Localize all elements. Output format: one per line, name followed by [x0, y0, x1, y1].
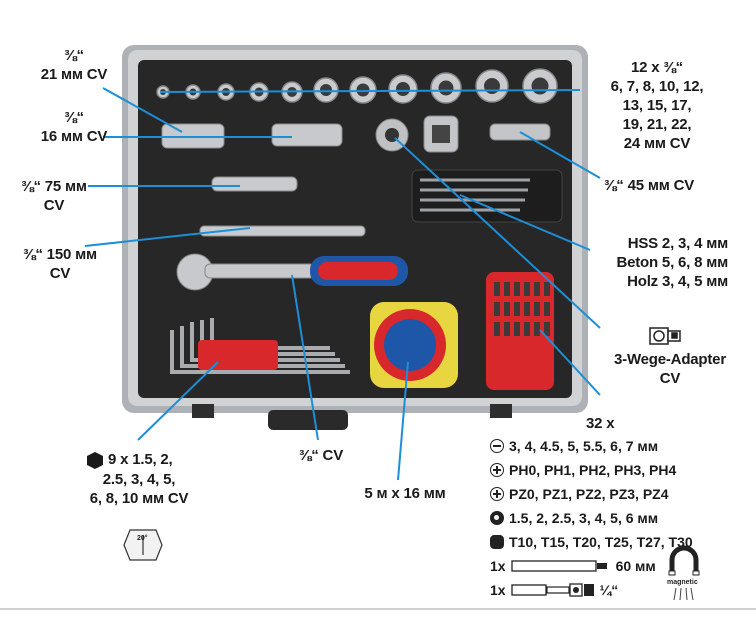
label-sockets-12: 12 x ⅜“6, 7, 8, 10, 12, 13, 15, 17,19, 2… [610, 59, 704, 152]
bit-holder-icon [510, 560, 607, 572]
bit-row-pozidriv: PZ0, PZ1, PZ2, PZ3, PZ4 [490, 484, 669, 504]
latch-right [490, 404, 512, 418]
leader-lines [84, 87, 601, 481]
extension-75 [211, 176, 298, 192]
torx-icon [490, 535, 504, 549]
bit-row-hex: 1.5, 2, 2.5, 3, 4, 5, 6 мм [490, 508, 658, 528]
adapter-bit-row: 1x ¼“ [490, 582, 619, 598]
bit-row-torx: T10, T15, T20, T25, T27, T30 [490, 532, 693, 552]
adapter-bit-icon [510, 583, 594, 597]
bit-row-phillips: PH0, PH1, PH2, PH3, PH4 [490, 460, 676, 480]
label-ratchet: ⅜“ CV [298, 447, 343, 464]
bit-holder-row: 1x 60 мм [490, 558, 656, 574]
label-hex-keys-2: 2.5, 3, 4, 5,6, 8, 10 мм CV [89, 471, 189, 507]
latch-left [192, 404, 214, 418]
bit-row-slotted: 3, 4, 4.5, 5, 5.5, 6, 7 мм [490, 436, 658, 456]
slotted-icon [490, 439, 504, 453]
hex-bit-icon [490, 511, 504, 525]
footer-divider [0, 608, 756, 610]
hex-key-holder [198, 340, 278, 370]
case-handle [268, 410, 348, 430]
deep-socket-16 [271, 123, 343, 147]
socket-row [156, 68, 558, 104]
label-bits-count: 32 x [586, 415, 615, 432]
label-socket-21: ⅜“21 мм CV [40, 47, 108, 83]
phillips-icon [490, 463, 504, 477]
label-tape-measure: 5 м x 16 мм [364, 485, 446, 502]
label-joint-45: ⅜“ 45 мм CV [604, 177, 695, 194]
drill-bit-holder [411, 169, 563, 223]
pozidriv-icon [490, 487, 504, 501]
label-hex-keys: 9 x 1.5, 2, [108, 451, 173, 468]
label-socket-16: ⅜“16 мм CV [40, 109, 108, 145]
